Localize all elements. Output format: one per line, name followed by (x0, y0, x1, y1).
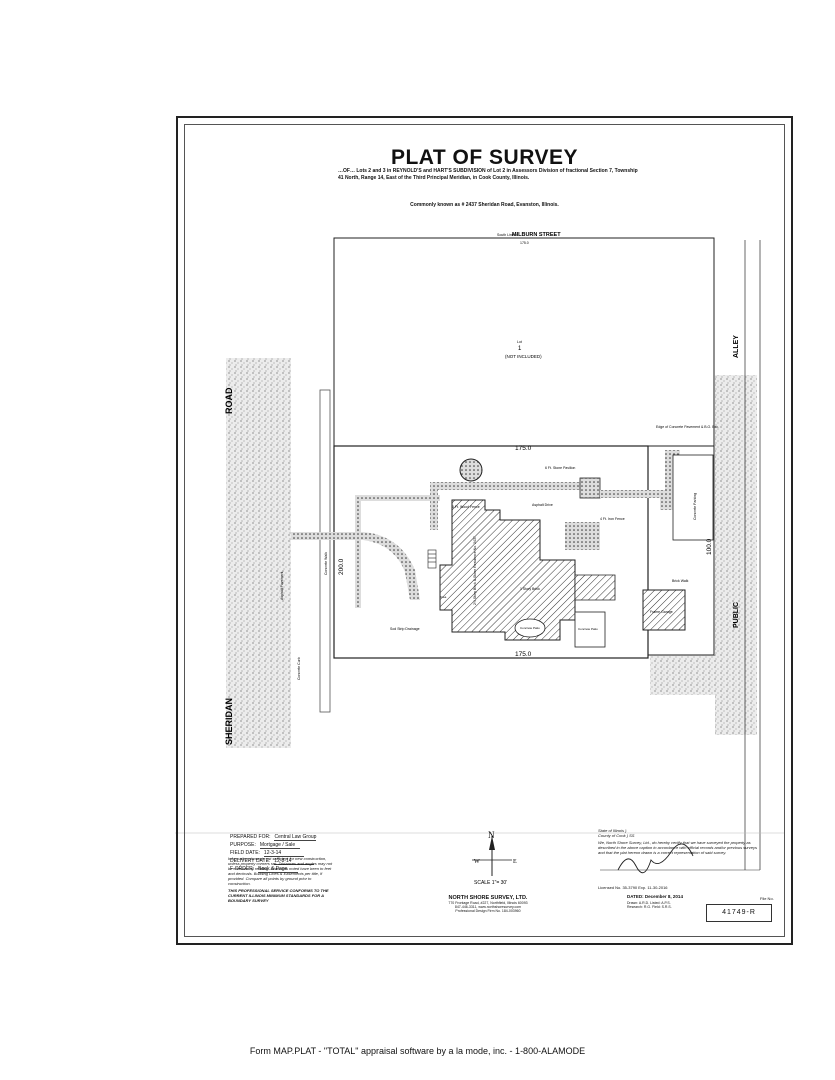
cert-license: Licensed No. 35-3790 Exp. 11-30-2016 (598, 885, 668, 890)
scale-label: SCALE 1"= 30' (474, 880, 507, 886)
notes-text-standard: THIS PROFESSIONAL SERVICE CONFORMS TO TH… (228, 888, 329, 903)
compass-e: E (513, 859, 517, 865)
note-garage: Frame Garage (650, 610, 673, 614)
dim-north: 175.0 (515, 445, 532, 452)
note-patio: Concrete Patio (520, 626, 540, 630)
note-iron-fence: 4 Ft. Iron Fence (600, 517, 625, 521)
file-number-box: 41749-R (706, 904, 772, 922)
label-road: ROAD (224, 387, 234, 414)
form-value: 12-3-14 (263, 850, 304, 857)
one-story-brick (574, 574, 616, 601)
form-label: DELIVERY DATE: (230, 858, 271, 864)
cert-text: We, North Shore Survey, Ltd., do hereby … (598, 840, 757, 855)
note-one-story: 1 Story Brick (520, 587, 540, 591)
form-row: PREPARED FOR:Central Law Group (230, 834, 317, 841)
compass-rose (472, 836, 512, 876)
entry-walk (291, 532, 363, 540)
file-label: File No. (760, 896, 774, 901)
dated-block: DATED: December 8, 2014 Drawn: A.R.D. Li… (627, 894, 683, 909)
note-brick-walk: Brick Walk (672, 579, 689, 583)
company-address-1: 770 Frontage Road, #227, Northfield, Ill… (448, 901, 528, 905)
form-value: Mortgage / Sale (259, 842, 300, 849)
lot1-number: 1 (518, 346, 522, 352)
cert-state: State of Illinois } (598, 828, 627, 833)
form-value: 12-8-14 (274, 858, 315, 865)
form-row: PURPOSE:Mortgage / Sale (230, 842, 316, 849)
note-asphalt-drive: Asphalt Drive (532, 503, 553, 507)
lot1-note: (NOT INCLUDED) (505, 354, 542, 359)
form-row: FIELD DATE:12-3-14 (230, 850, 316, 857)
label-public: PUBLIC (733, 602, 740, 628)
survey-frame: PLAT OF SURVEY …OF… Lots 2 and 3 in REYN… (176, 116, 793, 945)
dim-west: 200.0 (338, 558, 345, 575)
note-concrete-parking: Concrete Parking (693, 493, 697, 520)
label-sheridan: SHERIDAN (224, 698, 234, 745)
note-edge-pavement: Edge of Concrete Pavement & B.O. Exc. (656, 425, 719, 429)
compass-w: W (474, 859, 480, 865)
form-label: FIELD DATE: (230, 850, 260, 856)
note-area: Area (440, 595, 447, 599)
company-address-2: 847-446-3311, www.northshoresurvey.com (454, 905, 522, 909)
company-block: NORTH SHORE SURVEY, LTD. 770 Frontage Ro… (423, 895, 553, 913)
note-sod-strip: Sod Strip Drainage (390, 627, 420, 631)
concrete-parking-area (672, 454, 714, 541)
compass-n: N (488, 830, 495, 840)
dim-south: 175.0 (515, 651, 532, 658)
form-fields: PREPARED FOR:Central Law Group PURPOSE:M… (230, 834, 317, 874)
form-row: F-ORDER:Book & Page (230, 866, 316, 873)
dated-text: DATED: December 8, 2014 (627, 894, 683, 899)
checked-text: Research: R.G. Field: S.R.S. (627, 905, 672, 909)
form-value: Central Law Group (274, 834, 317, 841)
note-curb: Concrete Curb (297, 657, 301, 680)
concrete-patio-rect (574, 611, 606, 648)
legal-description: …OF… Lots 2 and 3 in REYNOLD'S and HART'… (338, 168, 638, 181)
label-milburn-prefix: South Line of (497, 233, 518, 237)
cert-county: County of Cook } SS (598, 833, 635, 838)
label-alley: ALLEY (733, 335, 740, 358)
alley-south-pavement (650, 655, 715, 695)
parkway-strip (319, 389, 331, 713)
subject-lot-outline (333, 445, 649, 659)
note-wood-fence: 6 Ft. Wood Fence (452, 505, 480, 509)
page-title: PLAT OF SURVEY (390, 146, 579, 169)
company-address-3: Professional Design Firm No. 184-003960 (455, 909, 521, 913)
gazebo-square (579, 477, 601, 499)
alley-area (715, 375, 757, 735)
form-row: DELIVERY DATE:12-8-14 (230, 858, 316, 865)
parking-walk (600, 450, 680, 510)
certification-block: State of Illinois } County of Cook } SS … (598, 828, 758, 890)
page-footer: Form MAP.PLAT - "TOTAL" appraisal softwa… (249, 1046, 586, 1056)
survey-inner-border (184, 124, 785, 937)
form-label: F-ORDER: (230, 866, 255, 872)
surveyor-signature (617, 843, 694, 874)
form-value: Book & Page (258, 866, 299, 873)
survey-notes: Information shown is not sufficient for … (228, 856, 333, 903)
note-asphalt-pavement: Asphalt Pavement (280, 572, 284, 600)
concrete-patio-oval (514, 618, 546, 638)
residence-footprint (439, 499, 576, 641)
note-residence: 2½ Story Brick & Stone Residence No. 243… (473, 536, 477, 605)
iron-fence-path (565, 522, 600, 550)
note-patio-2: Concrete Patio (578, 627, 598, 631)
lot1-north-dim: 175.0 (520, 241, 529, 245)
commonly-known: Commonly known as # 2437 Sheridan Road, … (410, 202, 559, 208)
company-name: NORTH SHORE SURVEY, LTD. (448, 895, 528, 901)
curved-walk (363, 532, 420, 600)
drawn-text: Drawn: A.R.D. Listed: A.P.S. (627, 901, 671, 905)
garage-footprint (642, 589, 686, 631)
form-label: PURPOSE: (230, 842, 256, 848)
form-label: PREPARED FOR: (230, 834, 271, 840)
stone-pavilion (459, 458, 483, 482)
dim-east: 100.0 (706, 538, 713, 555)
note-stone-pavilion: 6 Ft. Stone Pavilion (545, 466, 575, 470)
notes-text: Information shown is not sufficient for … (228, 856, 333, 886)
lot1-label: Lot (517, 340, 522, 344)
note-concrete-walk: Concrete Walk (324, 552, 328, 575)
label-milburn: MILBURN STREET (512, 232, 561, 238)
sheridan-road-area (226, 358, 291, 748)
